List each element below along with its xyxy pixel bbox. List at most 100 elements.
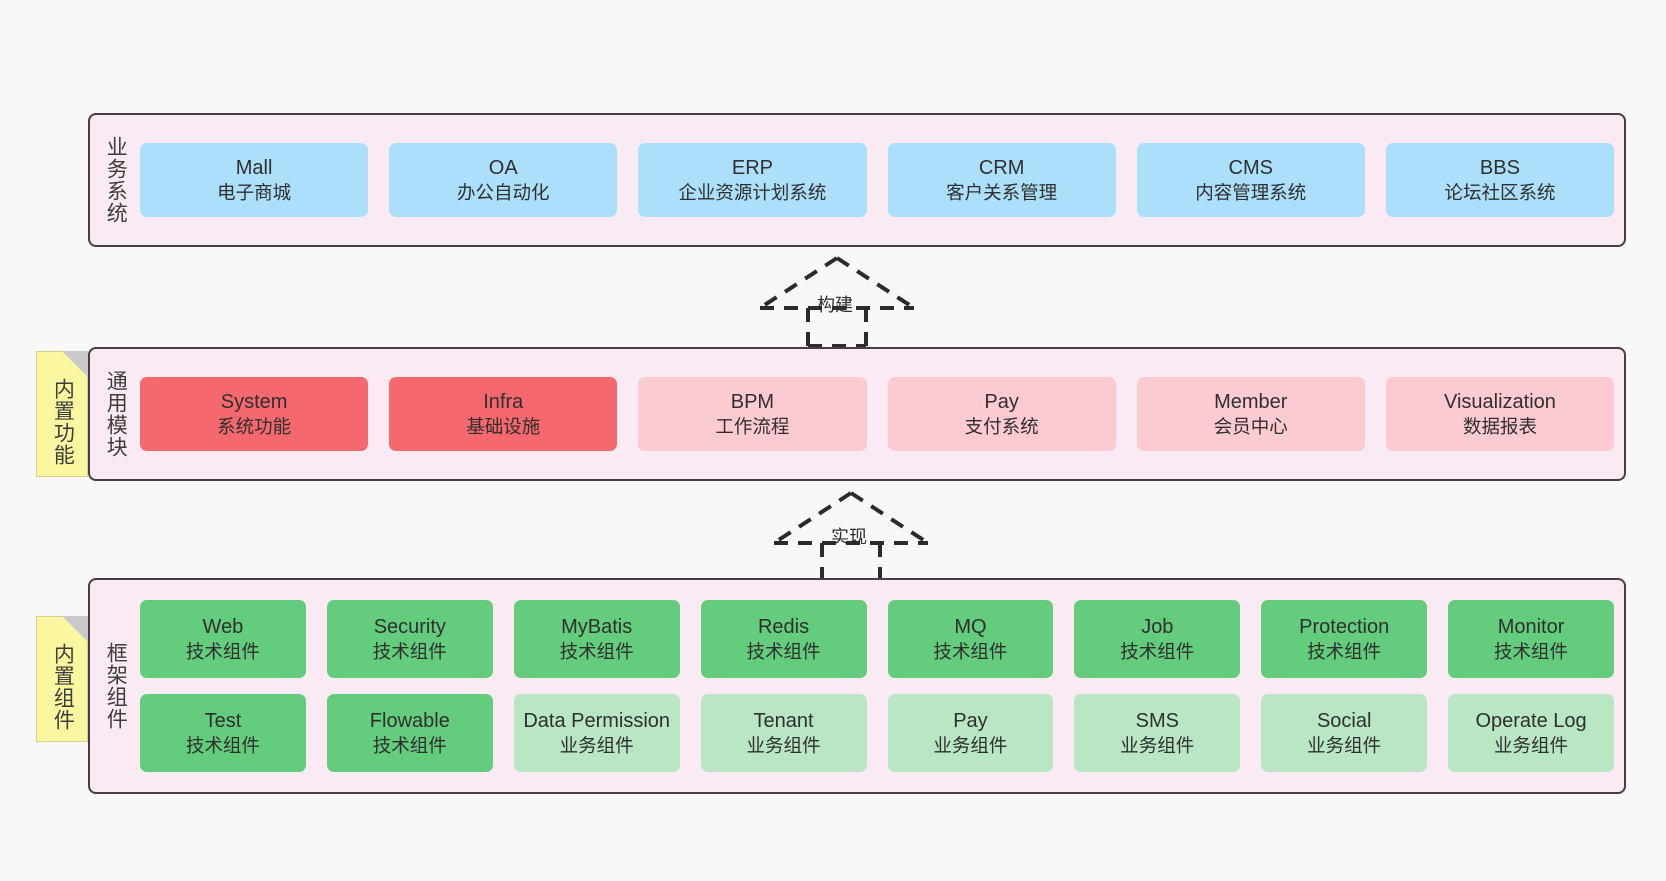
card-subtitle: 技术组件 — [372, 734, 447, 756]
card-name: Operate Log — [1475, 710, 1587, 733]
card-social[interactable]: Social 业务组件 — [1261, 694, 1428, 772]
card-name: MQ — [954, 616, 987, 639]
card-subtitle: 会员中心 — [1213, 415, 1288, 437]
card-name: System — [220, 391, 288, 414]
card-system[interactable]: System 系统功能 — [140, 377, 369, 451]
card-subtitle: 业务组件 — [1494, 734, 1569, 756]
card-tenant[interactable]: Tenant 业务组件 — [700, 694, 867, 772]
card-subtitle: 数据报表 — [1462, 415, 1537, 437]
card-test[interactable]: Test 技术组件 — [140, 694, 306, 772]
connector-label-implement: 实现 — [831, 527, 867, 547]
card-subtitle: 内容管理系统 — [1195, 181, 1307, 203]
card-name: Infra — [483, 391, 524, 414]
generalization-arrow-build-icon — [758, 256, 916, 348]
card-redis[interactable]: Redis 技术组件 — [700, 600, 867, 678]
card-cms[interactable]: CMS 内容管理系统 — [1136, 143, 1365, 217]
layer-title-framework-components: 框架组件 — [104, 642, 128, 730]
card-name: Security — [373, 616, 446, 639]
card-subtitle: 客户关系管理 — [946, 181, 1058, 203]
card-flowable[interactable]: Flowable 技术组件 — [326, 694, 493, 772]
card-mq[interactable]: MQ 技术组件 — [887, 600, 1054, 678]
card-security[interactable]: Security 技术组件 — [326, 600, 493, 678]
card-name: CRM — [978, 157, 1025, 180]
card-row: System 系统功能 Infra 基础设施 BPM 工作流程 Pay 支付系统… — [140, 377, 1615, 451]
layer-framework-components[interactable]: 框架组件 Web 技术组件 Security 技术组件 MyBatis 技术组件… — [88, 578, 1626, 794]
card-name: Member — [1214, 391, 1288, 414]
card-name: MyBatis — [561, 616, 633, 639]
card-subtitle: 办公自动化 — [457, 181, 550, 203]
card-subtitle: 工作流程 — [715, 415, 790, 437]
layer-business-system[interactable]: 业务系统 Mall 电子商城 OA 办公自动化 ERP 企业资源计划系统 CRM… — [88, 113, 1626, 247]
card-name: Social — [1316, 710, 1372, 733]
card-subtitle: 业务组件 — [746, 734, 821, 756]
card-subtitle: 技术组件 — [185, 640, 260, 662]
card-name: Pay — [984, 391, 1019, 414]
card-subtitle: 技术组件 — [1307, 640, 1382, 662]
card-subtitle: 技术组件 — [185, 734, 260, 756]
card-row: Test 技术组件 Flowable 技术组件 Data Permission … — [140, 694, 1614, 772]
card-protection[interactable]: Protection 技术组件 — [1261, 600, 1428, 678]
card-subtitle: 企业资源计划系统 — [678, 181, 827, 203]
note-label: 内置组件 — [51, 643, 75, 731]
card-subtitle: 技术组件 — [1120, 640, 1195, 662]
layer-body-framework-components: Web 技术组件 Security 技术组件 MyBatis 技术组件 Redi… — [136, 580, 1624, 792]
card-web[interactable]: Web 技术组件 — [140, 600, 306, 678]
card-erp[interactable]: ERP 企业资源计划系统 — [638, 143, 867, 217]
card-row: Web 技术组件 Security 技术组件 MyBatis 技术组件 Redi… — [140, 600, 1614, 678]
layer-body-business-system: Mall 电子商城 OA 办公自动化 ERP 企业资源计划系统 CRM 客户关系… — [136, 115, 1624, 245]
card-data-permission[interactable]: Data Permission 业务组件 — [513, 694, 680, 772]
card-subtitle: 业务组件 — [1120, 734, 1195, 756]
card-name: Job — [1141, 616, 1174, 639]
card-name: Pay — [953, 710, 988, 733]
card-name: Test — [204, 710, 242, 733]
note-builtin-component[interactable]: 内置组件 — [36, 616, 88, 742]
card-name: Data Permission — [523, 710, 671, 733]
card-visualization[interactable]: Visualization 数据报表 — [1385, 377, 1615, 451]
card-name: ERP — [731, 157, 773, 180]
card-name: Tenant — [753, 710, 814, 733]
card-subtitle: 电子商城 — [217, 181, 292, 203]
card-subtitle: 基础设施 — [466, 415, 541, 437]
card-subtitle: 技术组件 — [1494, 640, 1569, 662]
card-sms[interactable]: SMS 业务组件 — [1074, 694, 1241, 772]
card-name: SMS — [1135, 710, 1179, 733]
layer-body-common-modules: System 系统功能 Infra 基础设施 BPM 工作流程 Pay 支付系统… — [136, 349, 1624, 479]
card-subtitle: 业务组件 — [933, 734, 1008, 756]
card-job[interactable]: Job 技术组件 — [1074, 600, 1241, 678]
card-member[interactable]: Member 会员中心 — [1136, 377, 1365, 451]
card-name: BBS — [1479, 157, 1520, 180]
card-operate-log[interactable]: Operate Log 业务组件 — [1448, 694, 1614, 772]
card-bpm[interactable]: BPM 工作流程 — [638, 377, 867, 451]
card-infra[interactable]: Infra 基础设施 — [389, 377, 618, 451]
card-subtitle: 技术组件 — [746, 640, 821, 662]
card-mybatis[interactable]: MyBatis 技术组件 — [513, 600, 680, 678]
card-bbs[interactable]: BBS 论坛社区系统 — [1385, 143, 1615, 217]
card-monitor[interactable]: Monitor 技术组件 — [1448, 600, 1614, 678]
card-name: Redis — [757, 616, 810, 639]
card-subtitle: 技术组件 — [372, 640, 447, 662]
note-builtin-function[interactable]: 内置功能 — [36, 351, 88, 477]
card-name: Flowable — [369, 710, 450, 733]
layer-title-common-modules: 通用模块 — [104, 370, 128, 458]
card-name: Monitor — [1497, 616, 1565, 639]
card-subtitle: 支付系统 — [964, 415, 1039, 437]
card-subtitle: 技术组件 — [559, 640, 634, 662]
card-name: Mall — [235, 157, 273, 180]
card-subtitle: 业务组件 — [559, 734, 634, 756]
layer-title-business-system: 业务系统 — [104, 136, 128, 224]
card-pay-component[interactable]: Pay 业务组件 — [887, 694, 1054, 772]
card-oa[interactable]: OA 办公自动化 — [389, 143, 618, 217]
card-name: Visualization — [1443, 391, 1556, 414]
card-subtitle: 技术组件 — [933, 640, 1008, 662]
card-subtitle: 业务组件 — [1307, 734, 1382, 756]
card-name: Protection — [1299, 616, 1390, 639]
card-pay-module[interactable]: Pay 支付系统 — [887, 377, 1116, 451]
card-name: BPM — [730, 391, 775, 414]
card-mall[interactable]: Mall 电子商城 — [140, 143, 369, 217]
layer-common-modules[interactable]: 通用模块 System 系统功能 Infra 基础设施 BPM 工作流程 Pay… — [88, 347, 1626, 481]
card-crm[interactable]: CRM 客户关系管理 — [887, 143, 1116, 217]
card-row: Mall 电子商城 OA 办公自动化 ERP 企业资源计划系统 CRM 客户关系… — [140, 143, 1615, 217]
card-name: CMS — [1228, 157, 1273, 180]
card-subtitle: 系统功能 — [217, 415, 292, 437]
